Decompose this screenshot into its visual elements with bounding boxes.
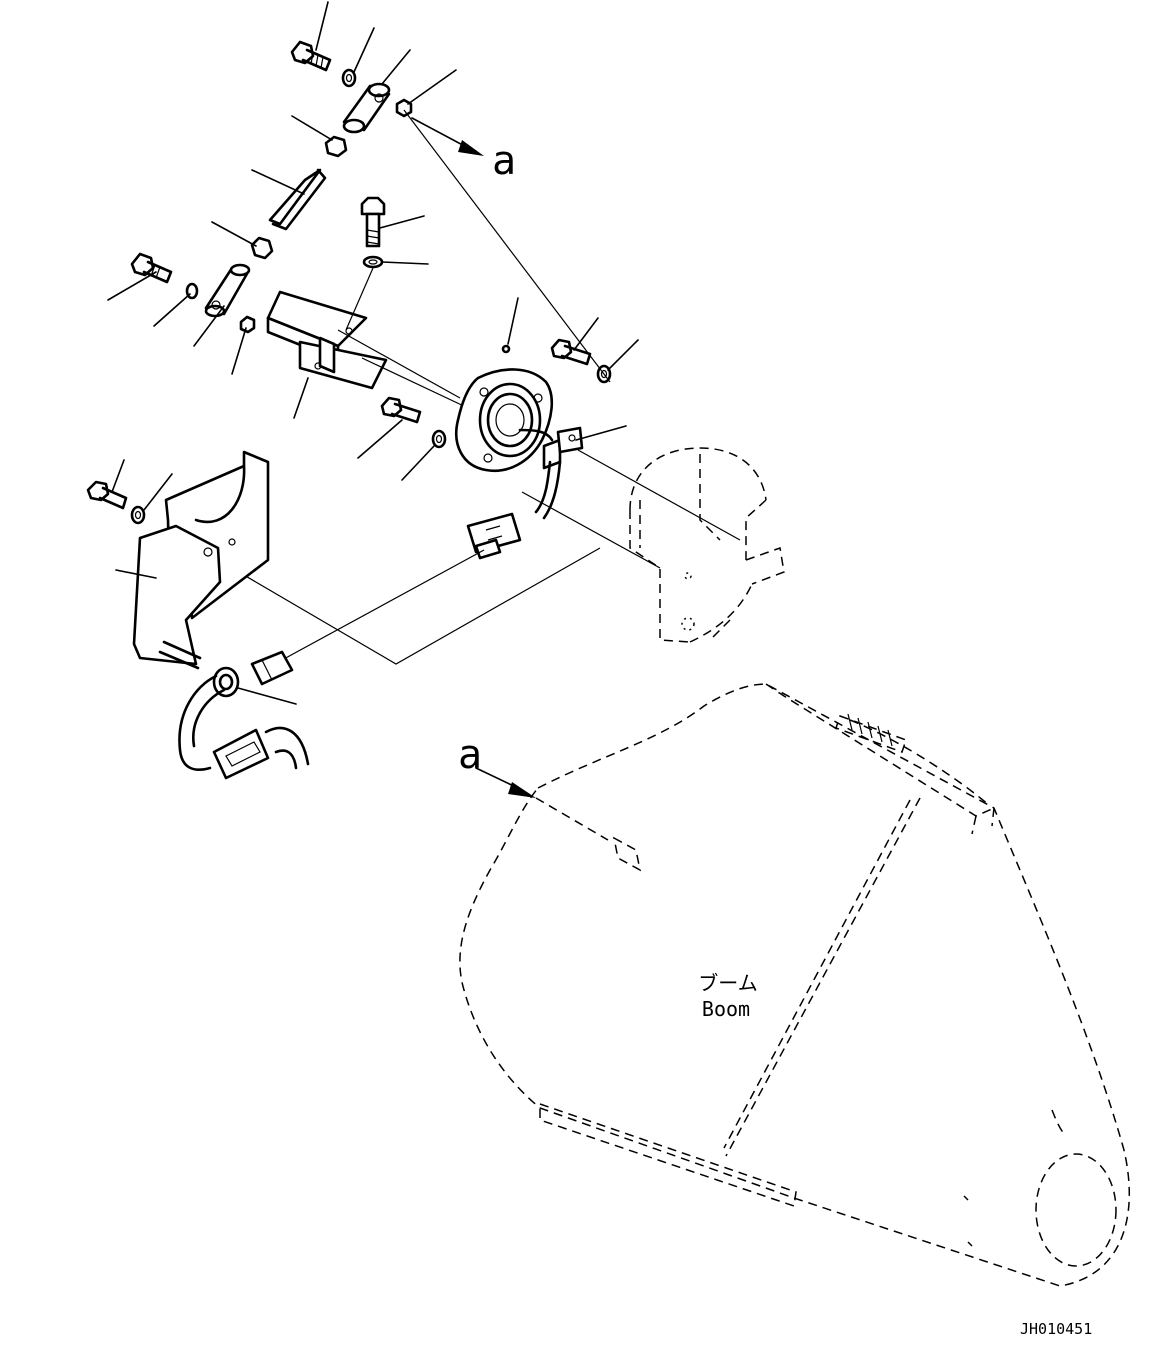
view-label-upper: a (492, 138, 516, 184)
adjust-rod-icon (268, 168, 327, 231)
turnbuckle-end-icon (342, 82, 391, 134)
nut-icon (324, 135, 348, 158)
harness-plug-icon (212, 728, 270, 780)
harness-connector-icon (250, 650, 294, 686)
view-arrow-lower: a (458, 732, 536, 798)
upper-washer-icon (341, 68, 357, 88)
boom-label-en: Boom (702, 997, 750, 1021)
sensor-bolt-icon (550, 338, 592, 366)
boom-label-ja: ブーム (698, 971, 757, 995)
boom-outline (459, 683, 1131, 1287)
bracket-bolt-icon (360, 196, 386, 248)
sensor-screw-icon (501, 344, 511, 354)
boom-reservoir-icon (835, 713, 907, 753)
grommet-icon (212, 666, 240, 698)
upper-bolt-icon (290, 40, 332, 72)
drawing-number: JH010451 (1020, 1320, 1092, 1338)
connector-icon (466, 512, 522, 560)
rod-end-icon (204, 263, 251, 318)
plate-washer-icon (130, 505, 146, 525)
leader-lines (107, 1, 639, 705)
cover-plate-icon (132, 450, 270, 670)
plate-bolt-icon (86, 480, 128, 510)
rod-nut-icon (250, 236, 274, 260)
view-label-lower: a (458, 732, 482, 778)
cover-bolt-icon (380, 396, 422, 424)
view-arrow-upper: a (411, 117, 516, 184)
sensor-mount-outline (629, 447, 785, 643)
lever-bracket-icon (266, 290, 388, 390)
lower-bolt-icon (130, 252, 173, 284)
angle-sensor-icon (455, 368, 554, 473)
bracket-washer-icon (362, 255, 384, 269)
cover-washer-icon (431, 429, 447, 449)
lower-nut-icon (239, 315, 256, 334)
